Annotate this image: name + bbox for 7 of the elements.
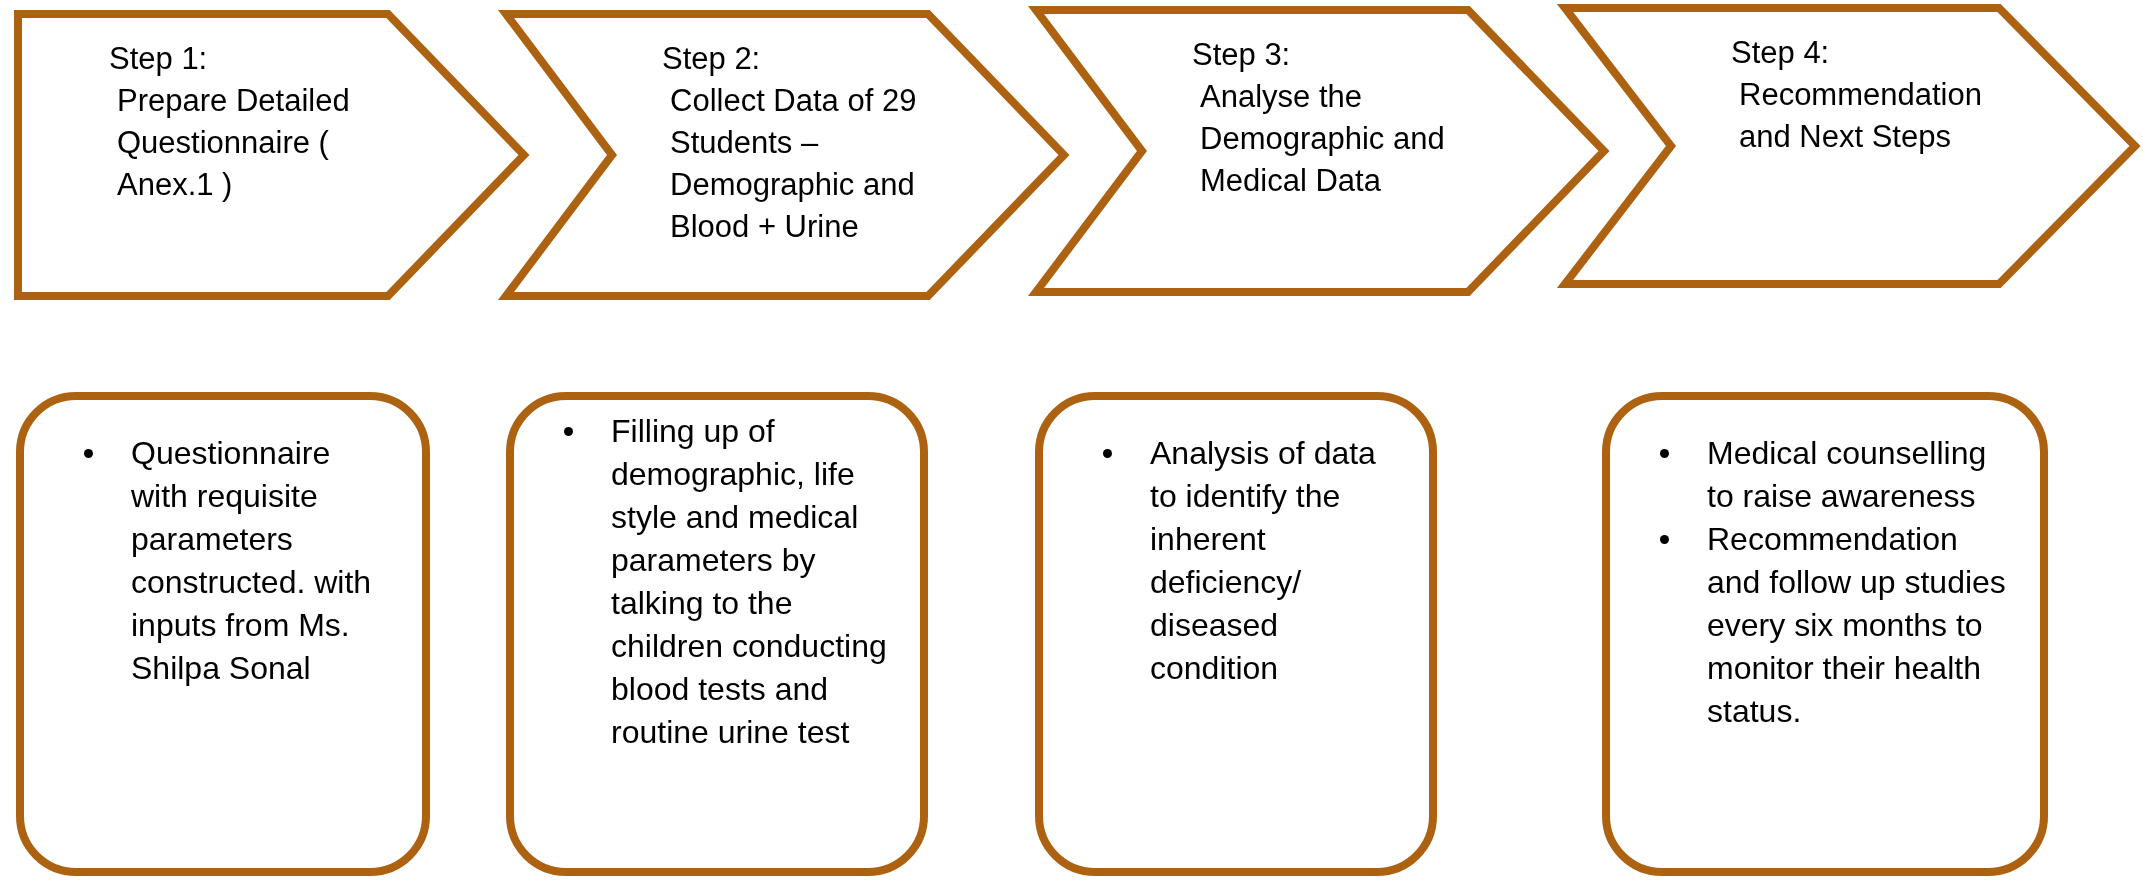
bullet-text: Analysis of data to identify the inherent deficiency/ diseased condition	[1150, 434, 1377, 688]
bullet-text: Filling up of demographic, life style and medical parameters by talking to the children conducting blood tests and routine urine test	[611, 412, 888, 752]
bullet-text: Questionnaire with requisite parameters constructed. with inputs from Ms. Shilpa Sonal	[131, 434, 373, 688]
step-heading: Step 1:	[109, 40, 208, 78]
step-title: Prepare Detailed Questionnaire ( Anex.1 )	[116, 82, 351, 204]
bullet-text: Medical counselling to raise awareness	[1707, 434, 1988, 516]
bullet-text: Recommendation and follow up studies every six months to monitor their health status.	[1707, 520, 2007, 731]
